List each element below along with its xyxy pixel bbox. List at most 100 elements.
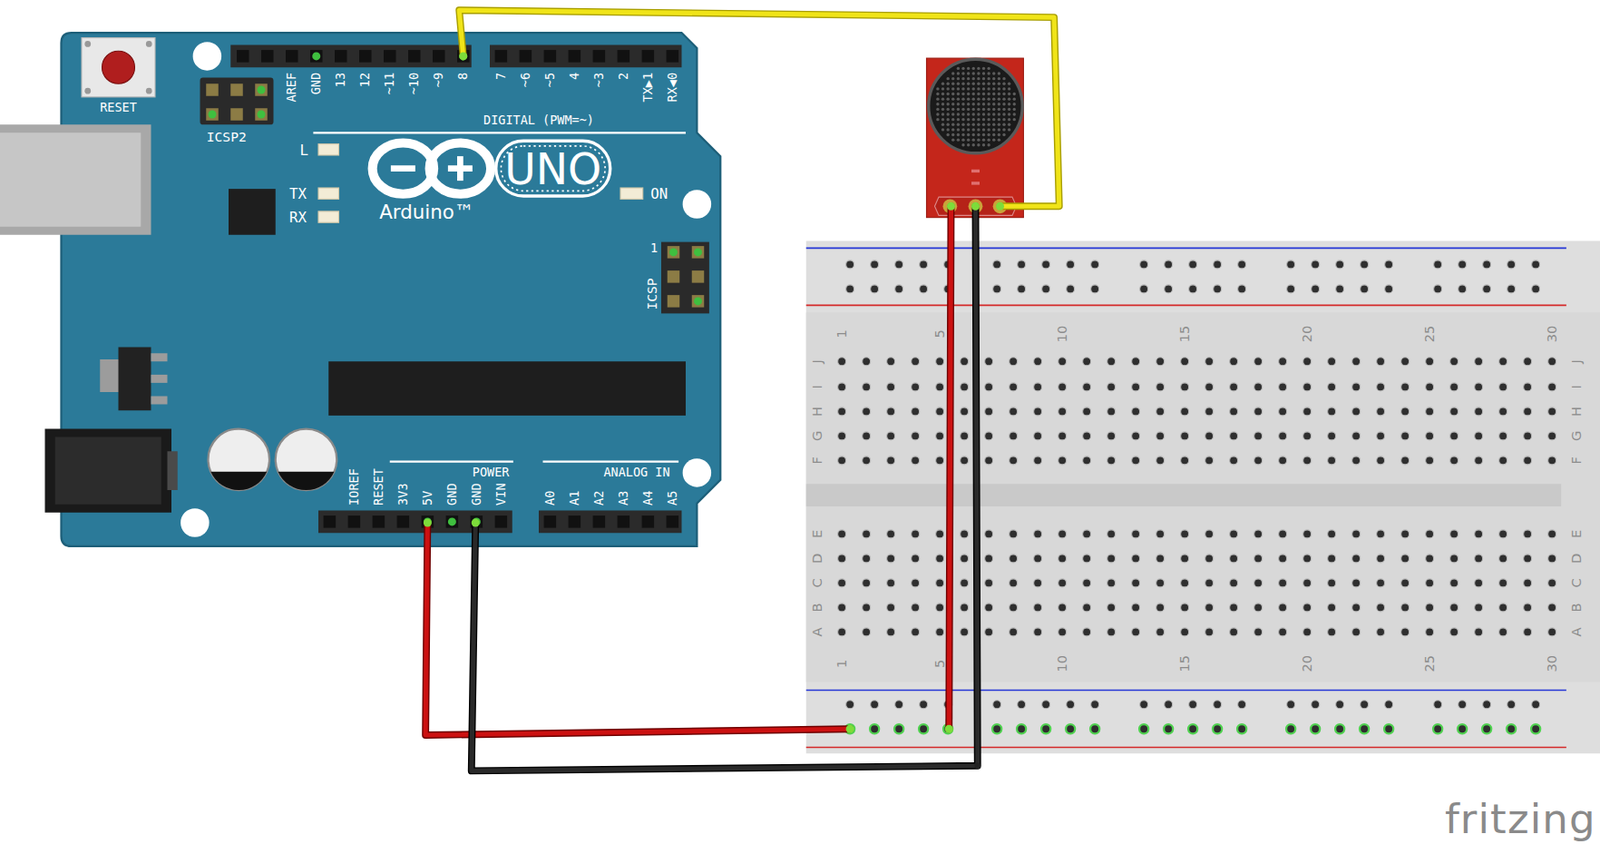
breadboard-hole <box>1140 284 1149 293</box>
breadboard-hole <box>1205 407 1214 416</box>
breadboard-hole <box>1229 627 1239 636</box>
breadboard-hole <box>1041 723 1051 733</box>
breadboard-hole <box>1065 723 1075 733</box>
row-letter: B <box>810 602 825 612</box>
pin-highlight <box>693 247 703 256</box>
breadboard-hole <box>1548 578 1557 587</box>
mesh-dot <box>946 97 949 100</box>
breadboard-hole <box>887 554 896 563</box>
pin-label: RESET <box>372 468 386 506</box>
breadboard-hole <box>1303 407 1312 416</box>
breadboard-hole <box>1376 456 1386 465</box>
column-number: 15 <box>1178 654 1192 673</box>
rail-line-blue <box>806 689 1567 692</box>
breadboard-hole <box>1058 578 1067 587</box>
breadboard-hole <box>887 529 896 538</box>
breadboard-hole <box>1229 529 1239 538</box>
breadboard-hole <box>1523 554 1532 563</box>
breadboard-hole <box>838 554 847 563</box>
breadboard-hole <box>862 529 871 538</box>
pin-socket <box>230 83 244 97</box>
breadboard-hole <box>838 627 847 636</box>
mesh-dot <box>992 71 996 75</box>
breadboard-hole <box>1180 554 1190 563</box>
breadboard-hole <box>1278 578 1288 587</box>
breadboard-hole <box>1156 529 1165 538</box>
mesh-dot <box>972 71 976 75</box>
row-letter: J <box>810 359 825 363</box>
breadboard-hole <box>1009 627 1018 636</box>
power-wire-outline <box>948 205 951 729</box>
led-label: RX <box>289 210 307 225</box>
breadboard-hole <box>1016 723 1026 733</box>
breadboard-hole <box>846 700 855 709</box>
header-pin <box>544 515 557 528</box>
breadboard-hole <box>1376 407 1386 416</box>
pin-socket <box>593 49 606 63</box>
signal-wire <box>458 9 1060 206</box>
header-pins <box>205 49 704 528</box>
breadboard-hole <box>895 284 904 293</box>
breadboard-hole <box>1311 284 1320 293</box>
breadboard-hole <box>1450 554 1459 563</box>
mesh-dot <box>951 137 955 141</box>
breadboard-hole <box>1107 603 1116 612</box>
mesh-dot <box>992 112 996 116</box>
button-corner <box>84 40 91 48</box>
breadboard-hole <box>911 431 920 440</box>
mesh-dot <box>992 123 996 127</box>
breadboard-hole <box>1482 260 1492 269</box>
breadboard-hole <box>1189 284 1198 293</box>
mounting-hole <box>682 458 713 488</box>
breadboard-hole <box>1238 260 1247 269</box>
header-pin <box>205 107 219 121</box>
mesh-dot <box>992 107 996 111</box>
breadboard-hole <box>911 529 920 538</box>
mesh-dot <box>946 102 949 106</box>
breadboard-hole <box>887 627 896 636</box>
mesh-dot <box>1002 102 1005 106</box>
mesh-dot <box>956 137 960 141</box>
breadboard-hole <box>1254 529 1263 538</box>
usb-connector-face <box>0 132 141 227</box>
header-pin <box>236 49 250 63</box>
breadboard-hole <box>1450 529 1459 538</box>
mesh-dot <box>986 71 990 75</box>
pin-label: A5 <box>666 490 680 506</box>
breadboard-hole <box>1531 700 1541 709</box>
breadboard-hole <box>1082 627 1092 636</box>
breadboard-hole <box>1034 357 1043 366</box>
mesh-dot <box>982 102 986 106</box>
breadboard-hole <box>887 603 896 612</box>
header-pin <box>544 49 557 63</box>
breadboard-hole <box>993 700 1002 709</box>
mesh-dot <box>976 71 980 75</box>
breadboard-hole <box>1384 723 1394 733</box>
button-corner <box>84 87 91 95</box>
row-letter: C <box>810 577 825 587</box>
breadboard-hole <box>911 578 920 587</box>
mesh-dot <box>951 107 955 111</box>
pin-label: GND <box>446 482 459 505</box>
pin-socket <box>495 49 508 63</box>
breadboard-hole <box>1327 407 1337 416</box>
breadboard-hole <box>1017 260 1026 269</box>
breadboard-hole <box>1034 578 1043 587</box>
mesh-dot <box>986 82 990 86</box>
mesh-dot <box>997 82 1001 86</box>
breadboard-hole <box>846 260 855 269</box>
wire-bend <box>974 761 981 769</box>
breadboard-hole <box>1335 723 1345 733</box>
breadboard-hole <box>1499 529 1508 538</box>
mesh-dot <box>997 123 1001 127</box>
breadboard-hole <box>1286 723 1296 733</box>
breadboard-hole <box>1009 554 1018 563</box>
row-letter: G <box>810 430 825 441</box>
regulator-lead <box>151 352 168 361</box>
breadboard-hole <box>1425 529 1435 538</box>
mesh-dot <box>966 92 970 96</box>
breadboard-hole <box>1482 700 1492 709</box>
mesh-dot <box>982 67 986 70</box>
breadboard-hole <box>1548 603 1557 612</box>
breadboard-hole <box>1082 603 1092 612</box>
